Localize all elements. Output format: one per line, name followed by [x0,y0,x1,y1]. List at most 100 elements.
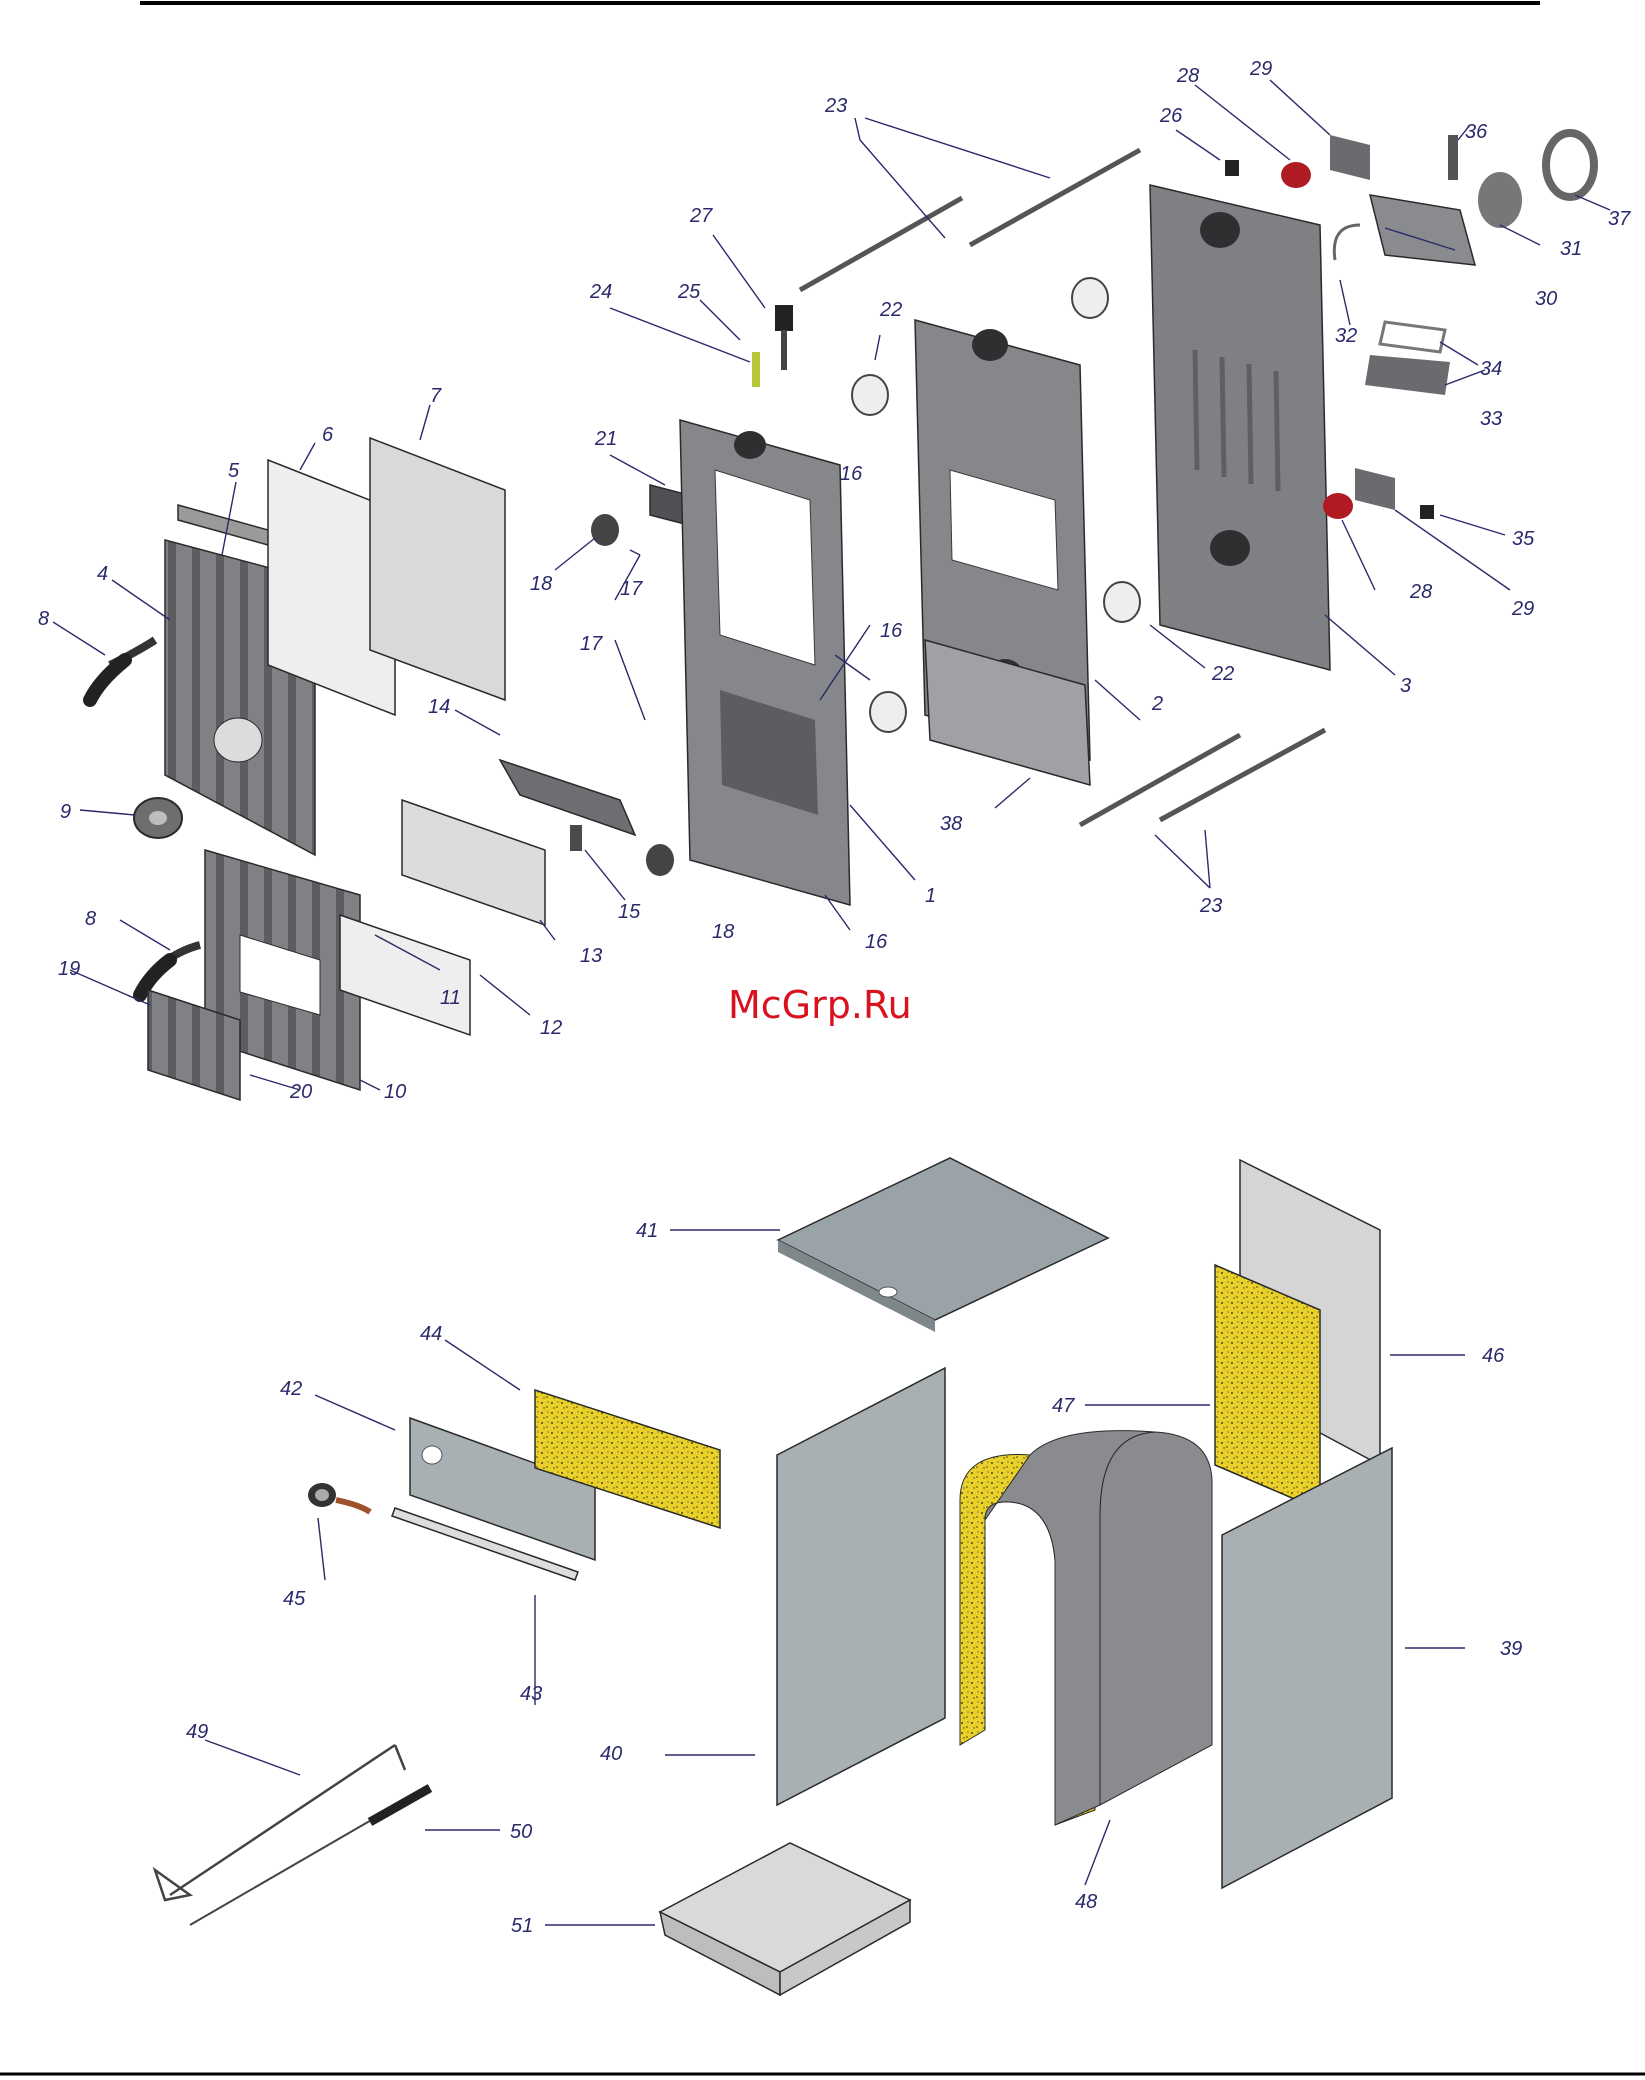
label-14: 14 [428,696,450,718]
label-3: 3 [1400,675,1411,697]
label-48: 48 [1075,1891,1097,1913]
label-32: 32 [1335,325,1357,347]
part-connector-lower-left [870,692,906,732]
label-36: 36 [1465,121,1488,143]
part-thermostat-sensor [752,352,760,387]
part-plug [1225,160,1239,176]
part-top-cover [778,1158,1108,1320]
part-lower-heat-shield [402,800,545,925]
part-flange-upper [1330,135,1370,180]
label-2: 2 [1151,693,1163,715]
label-16-middle: 16 [880,620,903,642]
label-26: 26 [1159,105,1183,127]
label-18-lower: 18 [712,921,734,943]
label-40: 40 [600,1743,622,1765]
part-nipple-lower [646,844,674,876]
part-flange-gasket-upper [1281,162,1311,188]
part-tie-rod-lower-1 [1080,735,1240,825]
part-connector-lower-right [1104,582,1140,622]
label-17-lower: 17 [580,633,603,655]
label-29-upper: 29 [1249,58,1272,80]
label-33: 33 [1480,408,1502,430]
label-31: 31 [1560,238,1582,260]
part-top-cover-hole [879,1287,897,1297]
label-39: 39 [1500,1638,1522,1660]
label-23-lower: 23 [1199,895,1222,917]
label-5: 5 [228,460,240,482]
label-24: 24 [589,281,612,303]
label-41: 41 [636,1220,658,1242]
label-29-lower: 29 [1511,598,1534,620]
label-18-upper: 18 [530,573,552,595]
part-front-bar-hole [422,1446,442,1464]
label-9: 9 [60,801,71,823]
watermark: McGrp.Ru [728,983,912,1027]
label-38: 38 [940,813,962,835]
label-16-lower: 16 [865,931,888,953]
part-tie-rod-lower-2 [1160,730,1325,820]
part-connector-upper-left [852,375,888,415]
label-20: 20 [289,1081,312,1103]
part-damper-lever [1448,135,1458,180]
label-4: 4 [97,563,108,585]
part-flue-collar [1370,195,1475,265]
part-thermostat [775,305,793,370]
part-right-side-panel [1222,1448,1392,1888]
label-34: 34 [1480,358,1502,380]
label-19: 19 [58,958,80,980]
label-30: 30 [1535,288,1557,310]
part-left-side-panel [777,1368,945,1805]
label-16-upper: 16 [840,463,863,485]
label-7: 7 [430,385,442,407]
part-flange-lower [1355,468,1395,510]
part-front-section [680,420,850,905]
label-37: 37 [1608,208,1631,230]
part-thermometer [308,1483,370,1512]
part-connector-upper-right [1072,278,1108,318]
label-50: 50 [510,1821,532,1843]
label-47: 47 [1052,1395,1075,1417]
part-body-insulation-wrap [960,1431,1212,1825]
label-43: 43 [520,1683,542,1705]
label-44: 44 [420,1323,442,1345]
label-51: 51 [511,1915,533,1937]
label-42: 42 [280,1378,302,1400]
part-grate-pin [570,825,582,851]
part-nipple-upper [591,514,619,546]
label-23-upper: 23 [824,95,847,117]
label-22-lower: 22 [1211,663,1234,685]
label-49: 49 [186,1721,208,1743]
label-11: 11 [440,987,461,1009]
part-flue-ring [1546,133,1594,197]
part-cleaning-gasket [1380,322,1445,352]
part-air-regulator-wheel [134,798,182,838]
label-27: 27 [689,205,713,227]
label-8-lower: 8 [85,908,96,930]
label-13: 13 [580,945,602,967]
label-17-upper: 17 [620,578,643,600]
label-35: 35 [1512,528,1535,550]
label-6: 6 [322,424,334,446]
label-12: 12 [540,1017,562,1039]
part-door-handle-upper [90,640,155,700]
part-drain-plug [1420,505,1434,519]
label-46: 46 [1482,1345,1505,1367]
part-door-handle-lower [140,945,200,995]
part-flange-gasket-lower [1323,493,1353,519]
label-15: 15 [618,901,641,923]
part-spring-wire [1334,225,1360,260]
label-25: 25 [677,281,701,303]
label-1: 1 [925,885,936,907]
label-8-upper: 8 [38,608,49,630]
part-flue-damper [1478,172,1522,228]
label-22-upper: 22 [879,299,902,321]
label-10: 10 [384,1081,406,1103]
part-rear-section [1150,185,1330,670]
label-45: 45 [283,1588,306,1610]
part-cleaning-cover [1365,355,1450,395]
part-ash-pan [660,1843,910,1995]
part-tie-rod-upper-2 [970,150,1140,245]
part-tie-rod-upper-1 [800,198,962,290]
